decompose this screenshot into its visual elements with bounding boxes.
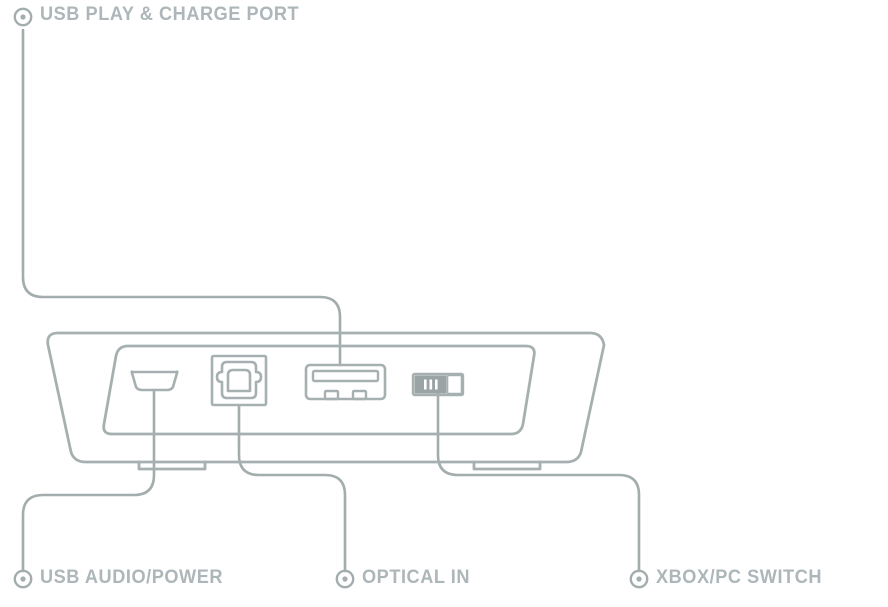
callout-label-optical-in: OPTICAL IN [362, 566, 471, 588]
callout-marker-group [13, 7, 649, 589]
leader-line-usb-audio-power [21, 388, 156, 573]
toggle-switch-housing[interactable] [411, 372, 465, 397]
device-body-group [46, 331, 606, 471]
leader-line-usb-play-charge [21, 28, 342, 367]
usb-a-port-tab-right [351, 389, 368, 401]
usb-a-port-inner-bar [311, 369, 380, 383]
device-inner-panel [102, 344, 536, 436]
usb-b-port-inner-shape [226, 368, 252, 393]
hdmi-port [130, 370, 179, 392]
toggle-switch-grip-ridges [424, 379, 438, 390]
port-group [130, 354, 465, 407]
usb-a-port-outer-frame [304, 363, 387, 401]
circle-dot-marker-usb-audio-power [13, 569, 33, 589]
device-foot-left [137, 460, 207, 471]
device-outer-shell [46, 331, 606, 464]
usb-b-port-outer-frame [210, 354, 268, 407]
toggle-switch-slider-knob[interactable] [446, 374, 463, 395]
circle-dot-marker-xbox-pc-switch [629, 569, 649, 589]
callout-label-usb-audio-power: USB AUDIO/POWER [40, 566, 224, 588]
leader-line-xbox-pc-switch [436, 392, 641, 573]
leader-line-optical-in [237, 404, 347, 573]
callout-label-usb-play-charge: USB PLAY & CHARGE PORT [40, 3, 300, 25]
usb-a-port-tab-left [323, 389, 340, 401]
device-foot-right [472, 460, 542, 471]
circle-dot-marker-optical-in [335, 569, 355, 589]
leader-line-group [21, 28, 641, 573]
circle-dot-marker-usb-play-charge [13, 7, 33, 27]
callout-label-xbox-pc-switch: XBOX/PC SWITCH [656, 566, 823, 588]
usb-b-port-middle-shape [215, 360, 263, 400]
